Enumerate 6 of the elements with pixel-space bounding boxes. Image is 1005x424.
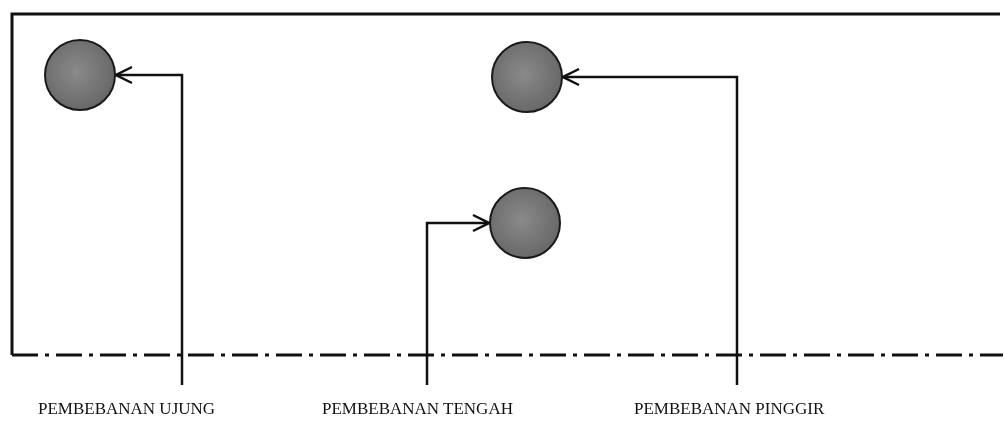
load-label: PEMBEBANAN TENGAH	[322, 399, 598, 421]
arrow	[114, 65, 184, 385]
arrow	[425, 213, 491, 385]
load-label: PEMBEBANAN UJUNG	[38, 399, 288, 421]
arrow	[561, 67, 739, 385]
load-label: PEMBEBANAN PINGGIR	[634, 399, 918, 421]
